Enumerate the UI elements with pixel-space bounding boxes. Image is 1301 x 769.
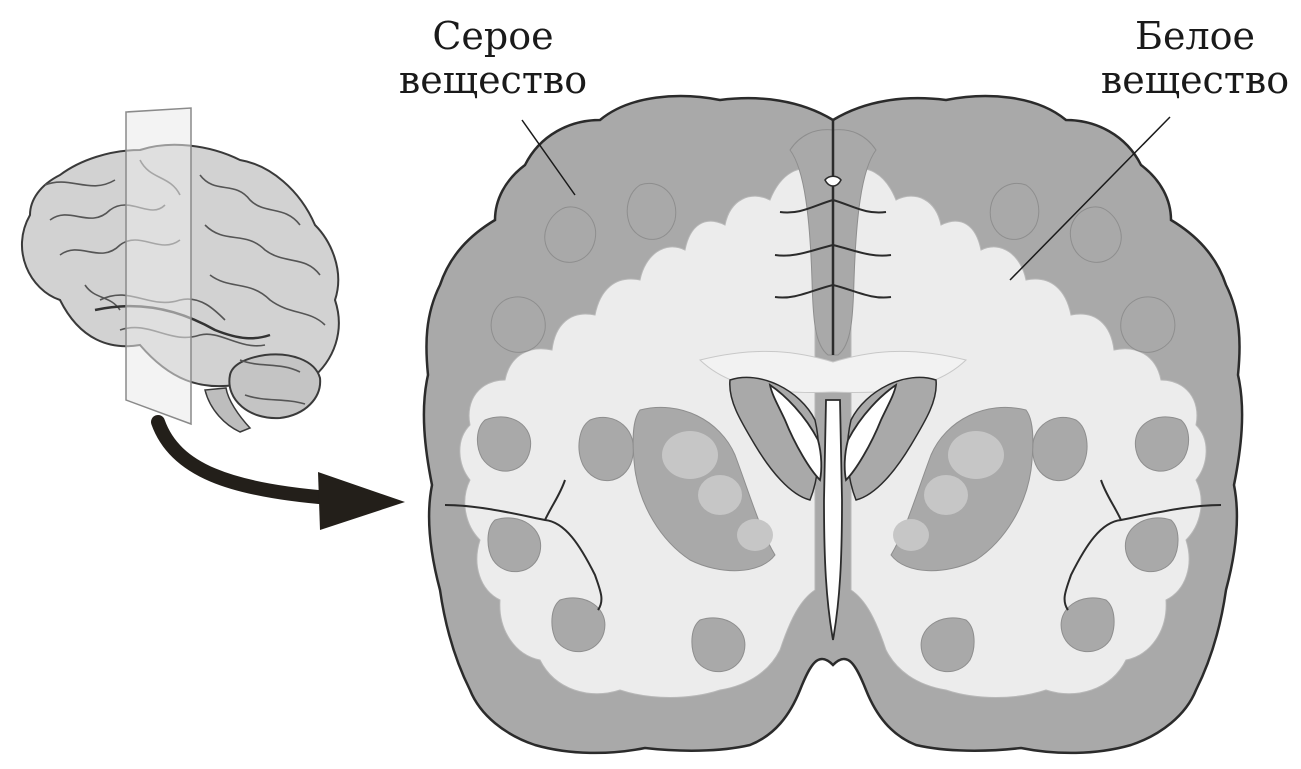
- white-matter-label-line1: Белое: [1095, 14, 1295, 58]
- white-matter-label: Белое вещество: [1095, 14, 1295, 102]
- white-matter-label-line2: вещество: [1095, 58, 1295, 102]
- coronal-brain-section: [424, 96, 1242, 753]
- curved-arrow-icon: [158, 422, 405, 530]
- coronal-plane-icon: [126, 108, 191, 424]
- gray-matter-label: Серое вещество: [388, 14, 598, 102]
- gray-matter-label-line1: Серое: [388, 14, 598, 58]
- gray-matter-label-line2: вещество: [388, 58, 598, 102]
